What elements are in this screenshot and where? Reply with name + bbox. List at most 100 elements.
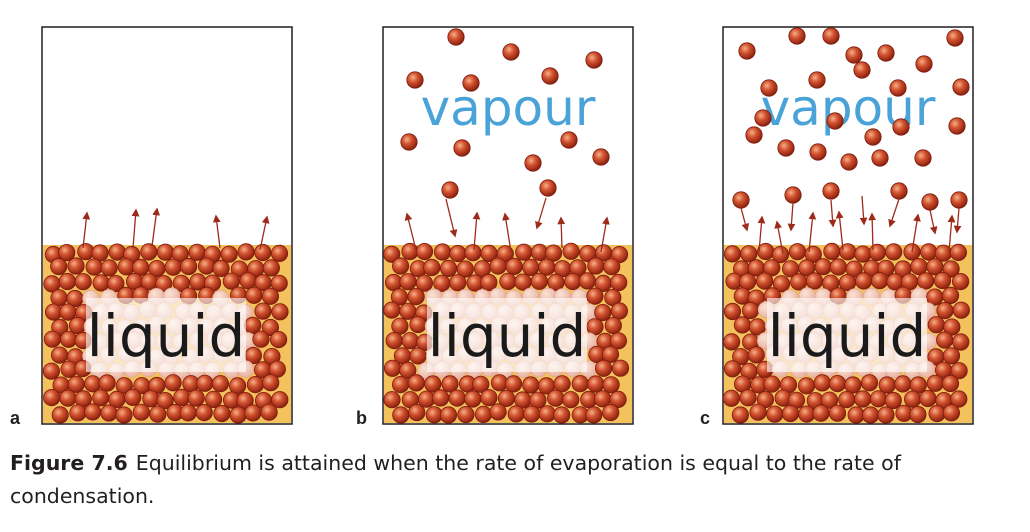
molecule bbox=[407, 287, 425, 306]
molecule bbox=[809, 143, 827, 161]
molecule bbox=[771, 246, 790, 264]
molecule bbox=[77, 243, 95, 261]
panel-letter-b: b bbox=[356, 408, 367, 428]
molecule bbox=[239, 272, 257, 290]
molecule bbox=[788, 243, 807, 261]
molecule bbox=[433, 243, 452, 261]
molecule bbox=[409, 347, 427, 365]
figure-number: Figure 7.6 bbox=[10, 451, 128, 475]
molecule bbox=[270, 274, 288, 292]
molecule bbox=[609, 390, 627, 408]
molecule bbox=[547, 389, 565, 407]
molecule bbox=[894, 375, 912, 393]
molecule bbox=[489, 403, 507, 421]
molecule bbox=[829, 258, 847, 276]
arrow bbox=[787, 202, 796, 232]
molecule bbox=[515, 243, 533, 261]
arrow bbox=[600, 216, 610, 253]
molecule bbox=[766, 405, 784, 423]
molecule bbox=[179, 404, 197, 422]
molecule bbox=[505, 257, 523, 275]
molecule bbox=[462, 74, 480, 92]
molecule bbox=[59, 330, 78, 348]
molecule bbox=[927, 316, 945, 334]
molecule bbox=[196, 374, 214, 392]
liquid-label-a: liquid bbox=[87, 302, 246, 370]
molecule bbox=[262, 259, 280, 277]
molecule bbox=[755, 272, 774, 290]
molecule bbox=[747, 346, 765, 364]
molecule bbox=[951, 272, 970, 291]
molecule bbox=[760, 79, 778, 97]
molecule bbox=[254, 302, 272, 320]
molecule bbox=[124, 388, 142, 406]
molecule bbox=[952, 333, 970, 351]
molecule bbox=[587, 375, 605, 393]
arrow bbox=[535, 197, 547, 230]
molecule bbox=[854, 390, 872, 408]
molecule bbox=[914, 149, 932, 167]
molecule bbox=[69, 404, 87, 422]
molecule bbox=[457, 405, 475, 424]
molecule bbox=[942, 347, 961, 365]
arrow bbox=[151, 207, 161, 247]
arrow bbox=[445, 198, 458, 238]
vapour-label-b: vapour bbox=[421, 79, 596, 137]
molecule bbox=[171, 245, 189, 263]
molecule bbox=[864, 128, 882, 146]
molecule bbox=[603, 258, 621, 276]
arrow bbox=[859, 195, 868, 226]
vapour-label-c: vapour bbox=[761, 79, 936, 137]
molecule bbox=[383, 245, 401, 263]
molecule bbox=[406, 71, 424, 89]
molecule bbox=[544, 244, 563, 262]
molecule bbox=[502, 43, 520, 61]
molecule bbox=[805, 272, 824, 290]
molecule bbox=[156, 391, 174, 410]
molecule bbox=[741, 301, 760, 320]
molecule bbox=[609, 332, 628, 350]
molecule bbox=[108, 243, 126, 261]
panel-letter-c: c bbox=[700, 408, 710, 428]
molecule bbox=[952, 301, 970, 319]
molecule bbox=[560, 131, 578, 149]
molecule bbox=[723, 302, 742, 321]
vapour-molecules-b bbox=[400, 28, 610, 199]
molecule bbox=[936, 301, 954, 320]
arrow bbox=[774, 220, 784, 255]
molecule bbox=[820, 391, 839, 409]
molecule bbox=[941, 374, 960, 393]
vapour-molecules-c bbox=[732, 27, 970, 211]
molecule bbox=[441, 375, 459, 393]
molecule bbox=[587, 257, 605, 275]
molecule bbox=[84, 403, 102, 421]
molecule bbox=[754, 109, 772, 127]
molecule bbox=[246, 375, 264, 394]
molecule bbox=[244, 404, 262, 422]
molecule bbox=[885, 243, 903, 261]
arrow bbox=[472, 211, 481, 251]
molecule bbox=[538, 405, 556, 423]
molecule bbox=[155, 275, 173, 293]
arrows-c bbox=[740, 195, 962, 255]
molecule bbox=[100, 259, 118, 277]
molecule bbox=[745, 126, 763, 144]
molecule bbox=[271, 391, 289, 409]
liquid-label-c: liquid bbox=[768, 302, 927, 370]
arrow bbox=[82, 211, 91, 249]
molecule bbox=[602, 376, 620, 394]
molecule bbox=[950, 362, 968, 380]
molecule bbox=[772, 275, 791, 293]
liquid-label-box-c bbox=[767, 298, 927, 372]
molecule bbox=[237, 243, 255, 261]
molecule bbox=[392, 406, 410, 424]
molecule bbox=[262, 374, 280, 392]
arrow bbox=[808, 211, 817, 253]
arrow bbox=[212, 214, 221, 249]
molecule bbox=[399, 302, 417, 320]
molecule bbox=[892, 118, 910, 136]
molecule bbox=[236, 391, 254, 410]
molecule bbox=[92, 389, 110, 407]
molecule bbox=[950, 390, 968, 408]
molecule bbox=[601, 345, 620, 363]
